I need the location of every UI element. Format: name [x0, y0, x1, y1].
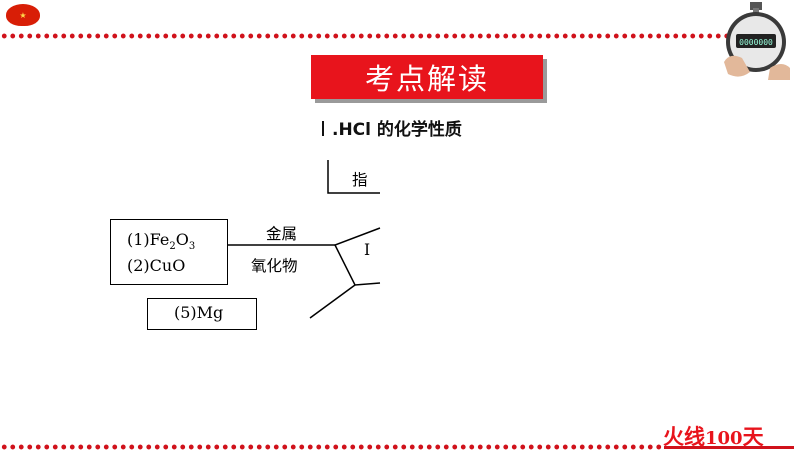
hcl-center-label: I [364, 241, 371, 259]
bottom-red-rule [664, 446, 794, 449]
brand-mark: 火线100天 [663, 421, 764, 451]
banner-title: 考点解读 [364, 62, 489, 96]
logo-mark: ★ [19, 10, 27, 20]
heading-text: .HCl 的化学性质 [332, 120, 462, 140]
metal-oxide-label-line1: 金属 [266, 225, 298, 243]
brand-suffix: 天 [742, 425, 764, 449]
metal-oxide-label-line2: 氧化物 [251, 257, 298, 275]
fe2o3-formula: (1)Fe2O3 [127, 230, 196, 253]
bottom-dotted-divider [0, 444, 664, 450]
brand-text: 火线 [663, 425, 705, 449]
publisher-logo-icon: ★ [6, 4, 40, 26]
top-dotted-divider [0, 33, 728, 39]
cuo-formula: (2)CuO [127, 256, 186, 275]
section-title-banner: 考点解读 [311, 55, 543, 99]
indicator-label: 指 [352, 171, 368, 189]
hcl-node-outline [333, 227, 381, 286]
metal-connector [309, 284, 356, 319]
heading-cursor-bar [322, 121, 324, 136]
mg-formula: (5)Mg [174, 303, 224, 322]
metal-oxide-box: (1)Fe2O3 (2)CuO [110, 219, 228, 285]
subsection-heading: .HCl 的化学性质 [322, 115, 462, 140]
metal-box: (5)Mg [147, 298, 257, 330]
svg-text:0000000: 0000000 [739, 38, 773, 47]
stopwatch-icon: 0000000 [724, 2, 790, 80]
indicator-bracket-line [327, 160, 380, 194]
brand-number: 100 [705, 428, 743, 449]
